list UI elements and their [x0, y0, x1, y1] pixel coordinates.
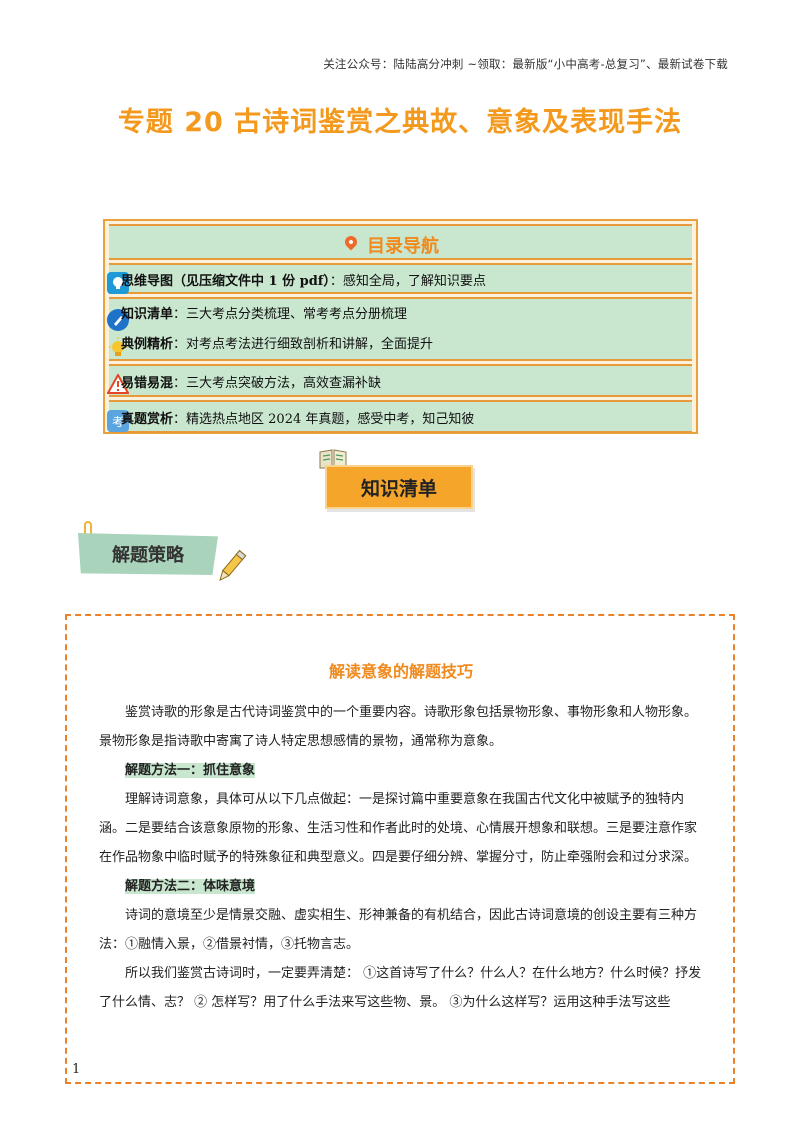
warning-icon — [107, 373, 129, 395]
toc-item-label: 知识清单 — [121, 307, 174, 322]
toc-heading-row: 目录导航 — [109, 224, 692, 260]
toc-item-desc: ：三大考点分类梳理、常考考点分册梳理 — [173, 307, 408, 322]
toc-item-examples[interactable]: 典例精析：对考点考法进行细致剖析和讲解，全面提升 — [121, 333, 433, 352]
page-title: 专题 20 古诗词鉴赏之典故、意象及表现手法 — [117, 107, 683, 138]
book-icon — [319, 449, 347, 469]
paragraph: 诗词的意境至少是情景交融、虚实相生、形神兼备的有机结合，因此古诗词意境的创设主要… — [99, 908, 698, 952]
page-number: 1 — [72, 1062, 81, 1077]
paragraph: 所以我们鉴赏古诗词时，一定要弄清楚： ①这首诗写了什么？什么人？在什么地方？什么… — [99, 966, 702, 1010]
toc-item-real-exams[interactable]: 考 真题赏析：精选热点地区 2024 年真题，感受中考，知己知彼 — [107, 400, 692, 433]
method-label: 解题方法二：体味意境 — [125, 879, 256, 894]
toc-item-knowledge[interactable]: 知识清单：三大考点分类梳理、常考考点分册梳理 — [121, 303, 407, 322]
toc-item-label: 易错易混 — [121, 376, 174, 391]
method-label: 解题方法一：抓住意象 — [125, 763, 256, 778]
strategy-tag: 解题策略 — [78, 533, 218, 575]
strategy-content-box: 解读意象的解题技巧 鉴赏诗歌的形象是古代诗词鉴赏中的一个重要内容。诗歌形象包括景… — [65, 614, 735, 1084]
toc-item-mistakes[interactable]: 易错易混：三大考点突破方法，高效查漏补缺 — [107, 364, 692, 397]
toc-item-mindmap[interactable]: 思维导图（见压缩文件中 1 份 pdf）：感知全局，了解知识要点 — [107, 263, 692, 294]
paragraph: 理解诗词意象，具体可从以下几点做起：一是探讨篇中重要意象在我国古代文化中被赋予的… — [99, 792, 698, 865]
toc-item-desc: ：精选热点地区 2024 年真题，感受中考，知己知彼 — [173, 412, 475, 427]
exam-icon: 考 — [107, 410, 129, 432]
method-heading: 解题方法一：抓住意象 — [99, 756, 703, 785]
paperclip-icon — [84, 521, 92, 544]
bulb-icon — [107, 337, 129, 359]
pencil-icon — [219, 549, 247, 581]
toc-item-label: 典例精析 — [121, 337, 174, 352]
section-title: 解读意象的解题技巧 — [328, 662, 473, 681]
pen-icon — [107, 309, 129, 331]
method-heading: 解题方法二：体味意境 — [99, 872, 703, 901]
toc-item-label: 思维导图（见压缩文件中 1 份 pdf） — [121, 274, 330, 289]
toc-item-desc: ：三大考点突破方法，高效查漏补缺 — [173, 376, 382, 391]
toc-heading: 目录导航 — [367, 236, 439, 257]
knowledge-list-badge: 知识清单 — [325, 465, 473, 509]
toc-item-label: 真题赏析 — [121, 412, 174, 427]
toc-item-desc: ：对考点考法进行细致剖析和讲解，全面提升 — [173, 337, 434, 352]
location-pin-icon — [342, 233, 360, 251]
toc-item-group: 知识清单：三大考点分类梳理、常考考点分册梳理 典例精析：对考点考法进行细致剖析和… — [107, 297, 692, 361]
toc-box: 目录导航 思维导图（见压缩文件中 1 份 pdf）：感知全局，了解知识要点 知识… — [103, 219, 698, 434]
toc-item-desc: ：感知全局，了解知识要点 — [329, 274, 486, 289]
paragraph: 鉴赏诗歌的形象是古代诗词鉴赏中的一个重要内容。诗歌形象包括景物形象、事物形象和人… — [99, 705, 698, 749]
header-note: 关注公众号：陆陆高分冲刺 ~领取：最新版“小中高考-总复习”、最新试卷下载 — [323, 57, 728, 71]
head-icon — [107, 272, 129, 294]
